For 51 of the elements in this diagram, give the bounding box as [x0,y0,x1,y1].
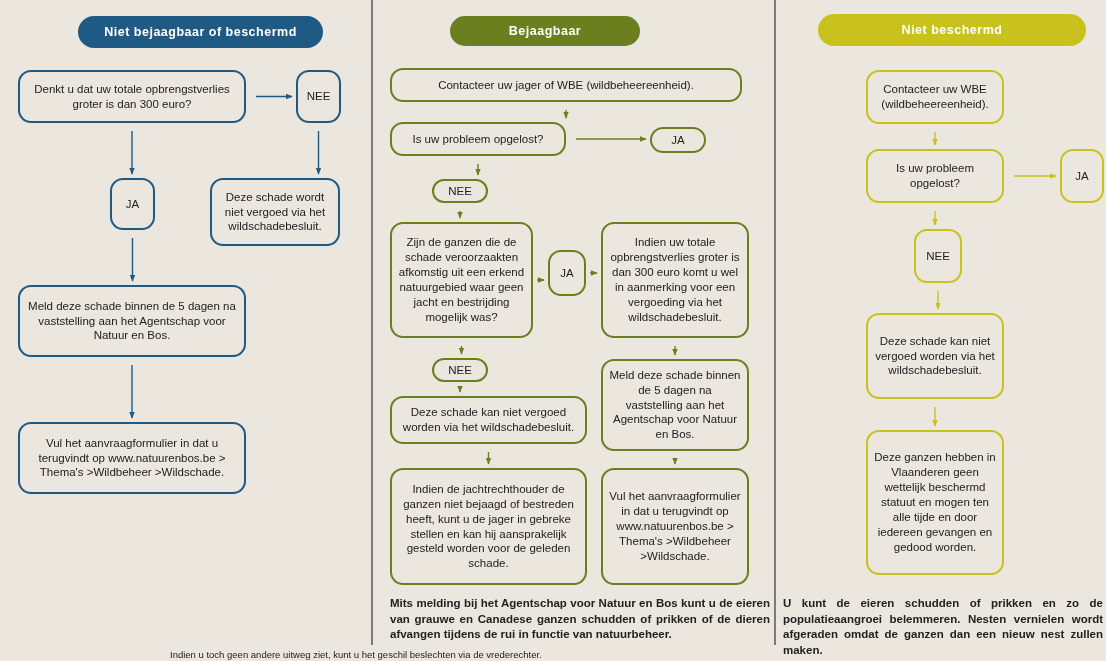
arrow [315,130,322,175]
flow-step: JA [1060,149,1104,203]
arrow [589,270,598,276]
column-header: Bejaagbaar [450,16,640,46]
flow-step: Deze schade wordt niet vergoed via het wildschadebesluit. [210,178,340,246]
arrow [672,457,678,465]
flow-step: JA [110,178,155,230]
arrow [536,277,545,283]
column-header: Niet beschermd [818,14,1086,46]
arrow [1013,173,1057,179]
arrow [129,237,136,282]
flow-step: Denkt u dat uw totale opbrengstverlies groter is dan 300 euro? [18,70,246,123]
flow-step: Vul het aanvraagformulier in dat u terugvindt op www.natuurenbos.be > Thema's >Wildbeheer >Wildschade. [601,468,749,585]
arrow [932,406,938,427]
column-header: Niet bejaagbaar of beschermd [78,16,323,48]
arrow [563,109,569,119]
flow-step: Is uw probleem opgelost? [390,122,566,156]
flow-step: NEE [914,229,962,283]
flow-step: Deze ganzen hebben in Vlaanderen geen wettelijk beschermd statuut en mogen ten alle tijde en door iedereen gevangen en gedood worden. [866,430,1004,575]
flow-step: Indien de jachtrechthouder de ganzen niet bejaagd of bestreden heeft, kunt u de jager in gebreke stellen en kan hij aansprakelijk gesteld worden voor de geleden schade. [390,468,587,585]
flow-step: Deze schade kan niet vergoed worden via het wildschadebesluit. [390,396,587,444]
arrow [672,345,678,356]
note-text: U kunt de eieren schudden of prikken en zo de populatieaangroei belemmeren. Nesten vernielen wordt afgeraden omdat de ganzen dan een nieuw nest zullen maken. [783,596,1103,658]
flow-step: Contacteer uw jager of WBE (wildbeheereenheid). [390,68,742,102]
arrow [457,385,463,393]
arrow [457,210,463,219]
arrow [932,210,938,226]
arrow [255,93,293,100]
arrow [575,136,647,142]
arrow [129,130,135,175]
arrow [458,345,465,355]
flow-step: Indien uw totale opbrengstverlies groter is dan 300 euro komt u wel in aanmerking voor een vergoeding via het wildschadebesluit. [601,222,749,338]
flow-step: NEE [432,179,488,203]
flow-step: Meld deze schade binnen de 5 dagen na vaststelling aan het Agentschap voor Natuur en Bos. [601,359,749,451]
flow-step: NEE [432,358,488,382]
arrow [932,131,938,146]
flow-step: Vul het aanvraagformulier in dat u terugvindt op www.natuurenbos.be > Thema's >Wildbeheer >Wildschade. [18,422,246,494]
flow-step: Deze schade kan niet vergoed worden via het wildschadebesluit. [866,313,1004,399]
flow-step: JA [650,127,706,153]
flow-step: NEE [296,70,341,123]
arrow [485,451,492,465]
flow-step: Meld deze schade binnen de 5 dagen na vaststelling aan het Agentschap voor Natuur en Bos. [18,285,246,357]
flow-step: Contacteer uw WBE (wildbeheereenheid). [866,70,1004,124]
note-text: Mits melding bij het Agentschap voor Natuur en Bos kunt u de eieren van grauwe en Canadese ganzen schudden of prikken of de dieren afvangen tijdens de rui in functie van natuurbeheer. [390,596,770,643]
arrow [475,163,481,176]
flow-step: JA [548,250,586,296]
arrow [935,290,941,310]
arrow [129,364,135,419]
flow-step: Is uw probleem opgelost? [866,149,1004,203]
footnote-text: Indien u toch geen andere uitweg ziet, kunt u het geschil beslechten via de vrederechter. [170,649,542,660]
flow-step: Zijn de ganzen die de schade veroorzaakten afkomstig uit een erkend natuurgebied waar geen jacht en bestrijding mogelijk was? [390,222,533,338]
